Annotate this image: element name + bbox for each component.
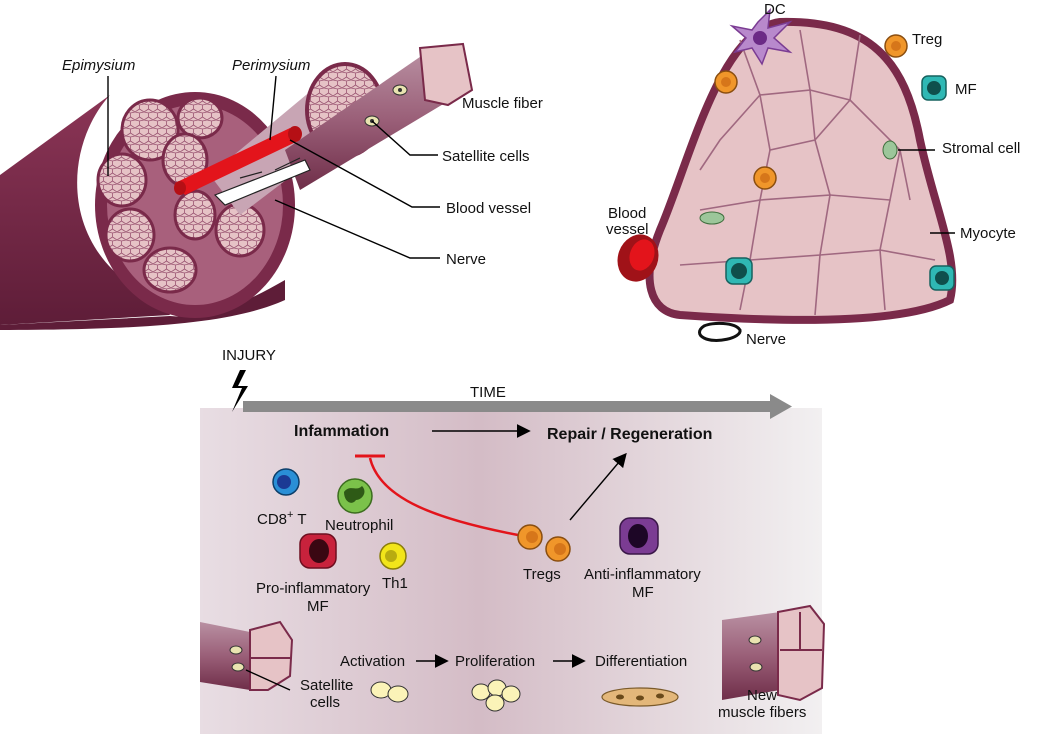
th1-cell <box>379 542 407 570</box>
label-blood-vessel: Blood vessel <box>446 200 531 217</box>
label-perimysium: Perimysium <box>232 57 310 74</box>
label-epimysium: Epimysium <box>62 57 135 74</box>
differentiating-cell <box>601 687 679 707</box>
lightning-icon <box>232 370 248 412</box>
label-repair: Repair / Regeneration <box>547 426 712 443</box>
label-blood-vessel-line2: vessel <box>606 221 649 238</box>
label-pro-mf-line2: MF <box>307 598 329 615</box>
proliferating-cells <box>471 679 521 712</box>
label-blood-vessel-line1: Blood <box>608 205 646 222</box>
label-neutrophil: Neutrophil <box>325 517 393 534</box>
cross-blood-vessel <box>617 234 659 282</box>
myocyte-grid <box>679 29 936 316</box>
epimysium-sheath <box>0 95 170 325</box>
nerve-bundle <box>213 159 311 206</box>
stromal-cells <box>699 140 898 225</box>
satellite-fiber-bundle <box>200 620 294 691</box>
label-myocyte: Myocyte <box>960 225 1016 242</box>
cd8-t-cell <box>272 468 300 496</box>
label-injury: INJURY <box>222 347 276 364</box>
label-satellite-line2: cells <box>310 694 340 711</box>
treg-cells <box>714 34 908 190</box>
blood-vessel <box>175 128 300 195</box>
label-activation: Activation <box>340 653 405 670</box>
label-treg: Treg <box>912 31 942 48</box>
treg-inhibition-line <box>368 457 519 537</box>
label-new-fibers-line2: muscle fibers <box>718 704 806 721</box>
label-satellite-cells: Satellite cells <box>442 148 530 165</box>
timeline-panel: INJURY TIME Infammation Repair / Regener… <box>200 347 826 734</box>
label-muscle-fiber: Muscle fiber <box>462 95 543 112</box>
label-pro-mf-line1: Pro-inflammatory <box>256 580 371 597</box>
label-mf: MF <box>955 81 977 98</box>
label-nerve: Nerve <box>446 251 486 268</box>
tregs-cells <box>517 524 571 562</box>
label-th1: Th1 <box>382 575 408 592</box>
pro-inflammatory-mf <box>299 533 337 569</box>
label-inflammation: Infammation <box>294 423 389 440</box>
timeline-background <box>200 408 822 734</box>
mf-cells <box>725 75 955 291</box>
neutrophil-cell <box>337 478 373 514</box>
label-stromal-cell: Stromal cell <box>942 140 1020 157</box>
time-arrow <box>243 394 792 419</box>
label-anti-mf-line2: MF <box>632 584 654 601</box>
dc-cell <box>729 7 793 66</box>
label-anti-mf-line1: Anti-inflammatory <box>584 566 701 583</box>
muscle-anatomy-illustration: Epimysium Perimysium Muscle fiber Satell… <box>0 42 543 330</box>
new-muscle-fibers <box>722 604 826 702</box>
label-tregs: Tregs <box>523 566 561 583</box>
cross-nerve <box>698 321 742 342</box>
label-differentiation: Differentiation <box>595 653 687 670</box>
label-cross-nerve: Nerve <box>746 331 786 348</box>
label-proliferation: Proliferation <box>455 653 535 670</box>
label-dc: DC <box>764 1 786 18</box>
label-cd8-t: CD8+ T <box>257 509 307 528</box>
activated-cells <box>370 681 409 703</box>
label-new-fibers-line1: New <box>747 687 777 704</box>
label-satellite-line1: Satellite <box>300 677 353 694</box>
muscle-cross-section: DC Treg MF Stromal cell <box>606 1 1020 348</box>
label-time: TIME <box>470 384 506 401</box>
anti-inflammatory-mf <box>619 517 659 555</box>
cross-section-outline <box>645 17 957 324</box>
